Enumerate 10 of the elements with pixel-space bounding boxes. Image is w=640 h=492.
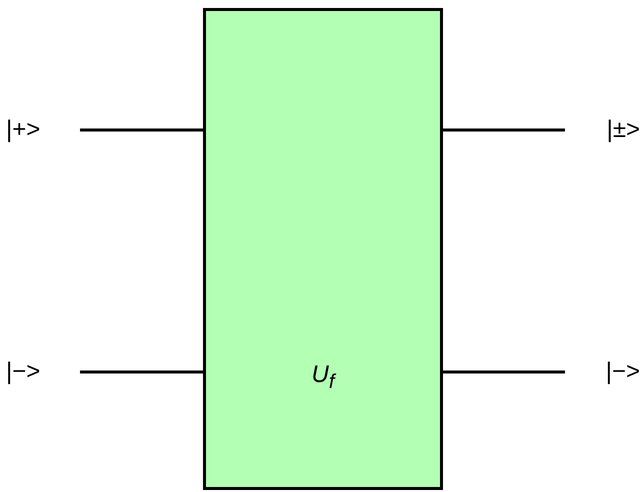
- qubit-state-label: |±>: [606, 116, 640, 144]
- qubit-state-label: |−>: [6, 358, 40, 386]
- qubit-wire: [80, 128, 203, 132]
- qubit-wire: [443, 128, 565, 132]
- qubit-state-label: |−>: [606, 358, 640, 386]
- qubit-state-label: |+>: [6, 116, 40, 144]
- qubit-wire: [80, 370, 203, 374]
- qubit-wire: [443, 370, 565, 374]
- gate-label: U$_{f}$: [312, 361, 334, 394]
- gate-box: [203, 8, 443, 490]
